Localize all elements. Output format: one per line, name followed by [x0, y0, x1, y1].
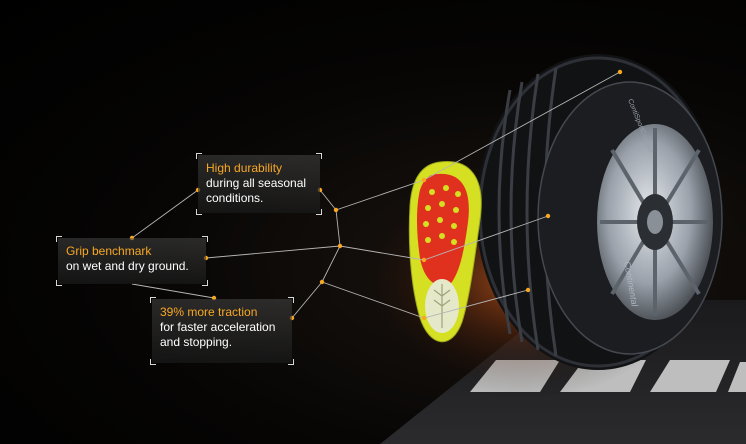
callout-durability: High durability during all seasonal cond…: [196, 153, 322, 215]
corner-bracket: [196, 153, 202, 159]
corner-bracket: [56, 236, 62, 242]
callout-heading: 39% more traction: [160, 305, 258, 319]
corner-bracket: [196, 209, 202, 215]
connector-lines: [131, 71, 621, 319]
corner-bracket: [202, 280, 208, 286]
callout-traction: 39% more traction for faster acceleratio…: [150, 297, 294, 365]
corner-bracket: [202, 236, 208, 242]
corner-bracket: [316, 209, 322, 215]
corner-bracket: [150, 297, 156, 303]
corner-bracket: [288, 359, 294, 365]
corner-bracket: [316, 153, 322, 159]
callout-heading: High durability: [206, 161, 283, 175]
callout-grip: Grip benchmark on wet and dry ground.: [56, 236, 208, 286]
shoe-sole: [408, 161, 482, 343]
callout-heading: Grip benchmark: [66, 244, 152, 258]
corner-bracket: [288, 297, 294, 303]
corner-bracket: [56, 280, 62, 286]
corner-bracket: [150, 359, 156, 365]
callout-body: during all seasonal conditions.: [206, 176, 307, 205]
callout-body: on wet and dry ground.: [66, 259, 189, 273]
callout-body: for faster acceleration and stopping.: [160, 320, 276, 349]
tire: [476, 54, 723, 370]
